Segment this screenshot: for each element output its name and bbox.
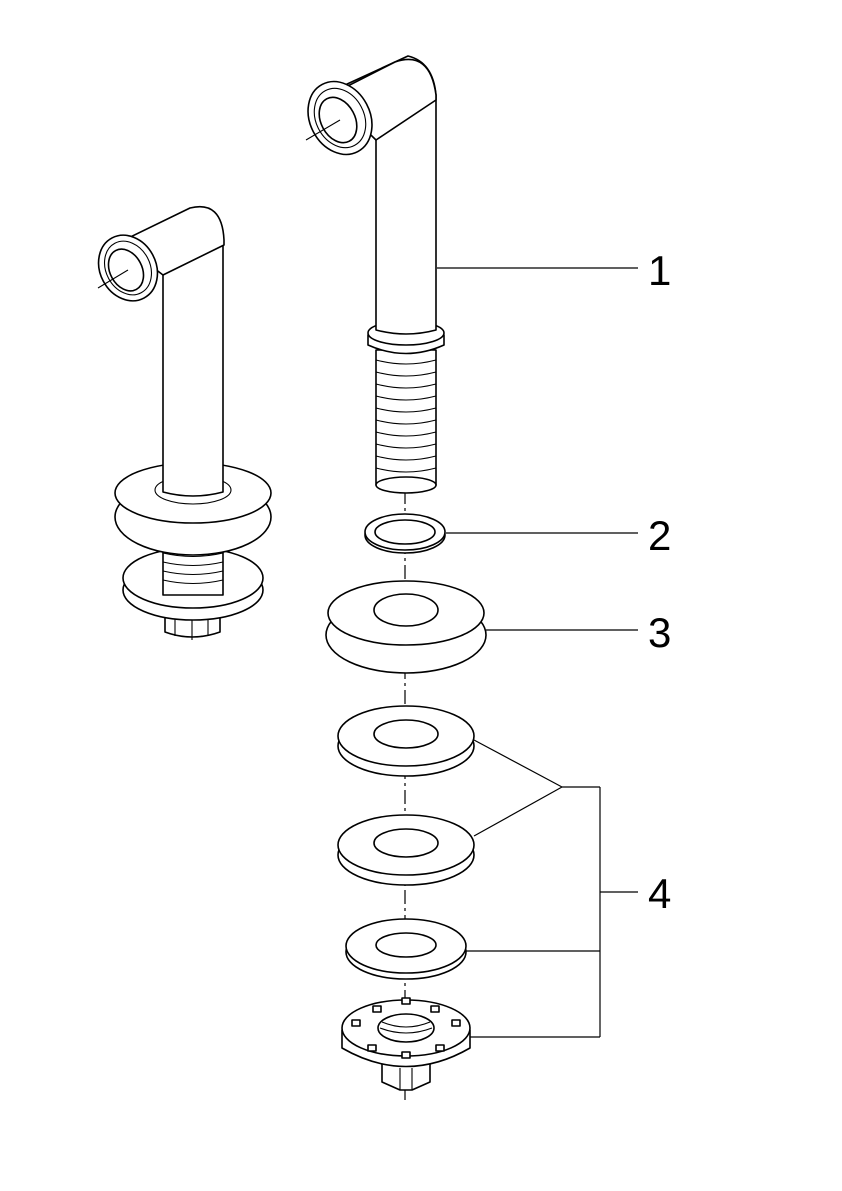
callout-3: 3 bbox=[648, 609, 671, 656]
part-4-washer-2 bbox=[337, 814, 475, 886]
callout-1: 1 bbox=[648, 247, 671, 294]
part-4-lock-nut bbox=[341, 997, 471, 1091]
leader-lines bbox=[437, 267, 638, 1038]
part-2-o-ring bbox=[364, 513, 446, 554]
callout-4: 4 bbox=[648, 870, 671, 917]
part-4-washer-1 bbox=[337, 705, 475, 777]
part-3-rosette bbox=[325, 580, 487, 674]
assembled-spout-left bbox=[97, 206, 272, 640]
part-1-spout bbox=[305, 55, 445, 494]
callout-2: 2 bbox=[648, 512, 671, 559]
part-4-washer-3 bbox=[345, 918, 467, 980]
